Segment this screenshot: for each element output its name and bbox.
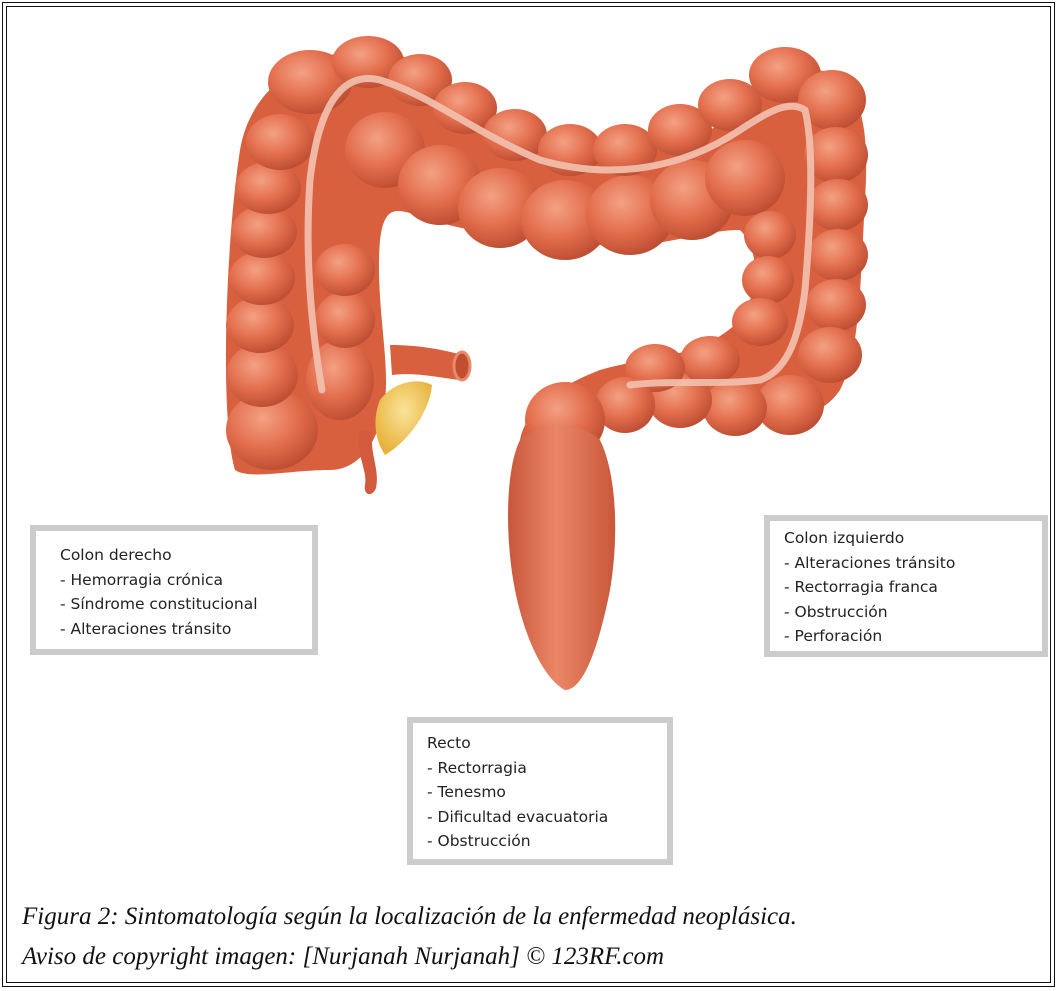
left-colon-box: Colon izquierdo - Alteraciones tránsito …	[764, 515, 1048, 657]
right-colon-item: - Hemorragia crónica	[60, 568, 312, 593]
left-colon-item: - Obstrucción	[784, 600, 1042, 625]
rectum-box: Recto - Rectorragia - Tenesmo - Dificult…	[407, 717, 673, 865]
left-colon-item: - Perforación	[784, 624, 1042, 649]
appendix	[359, 430, 377, 494]
rectum-title: Recto	[427, 731, 667, 756]
left-colon-item: - Rectorragia franca	[784, 575, 1042, 600]
right-colon-item: - Síndrome constitucional	[60, 592, 312, 617]
caption-line-2: Aviso de copyright imagen: [Nurjanah Nur…	[22, 937, 797, 977]
right-colon-title: Colon derecho	[60, 543, 312, 568]
ileum	[390, 345, 470, 380]
rectum-item: - Obstrucción	[427, 829, 667, 854]
caption-line-1: Figura 2: Sintomatología según la locali…	[22, 897, 797, 937]
rectum-item: - Tenesmo	[427, 780, 667, 805]
right-colon-box: Colon derecho - Hemorragia crónica - Sín…	[30, 525, 318, 655]
left-colon-item: - Alteraciones tránsito	[784, 551, 1042, 576]
rectum	[508, 425, 615, 690]
rectum-item: - Dificultad evacuatoria	[427, 805, 667, 830]
figure-caption: Figura 2: Sintomatología según la locali…	[22, 897, 797, 977]
rectum-item: - Rectorragia	[427, 756, 667, 781]
right-colon-item: - Alteraciones tránsito	[60, 617, 312, 642]
left-colon-title: Colon izquierdo	[784, 526, 1042, 551]
